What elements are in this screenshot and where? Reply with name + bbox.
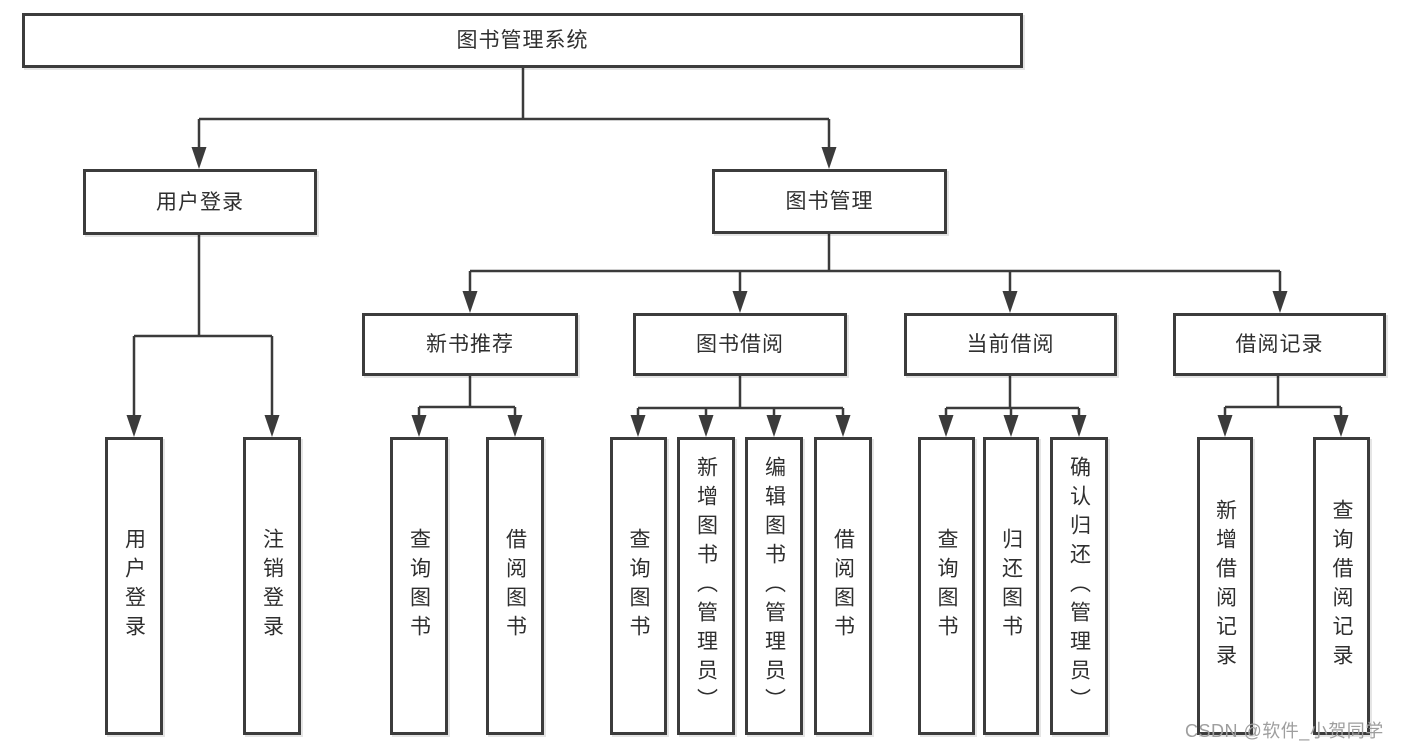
- leaf-label: 注销登录: [260, 528, 284, 644]
- leaf-label: 查询借阅记录: [1330, 499, 1353, 673]
- leaf-confirm-return-admin: 确认归还（管理员）: [1050, 437, 1108, 735]
- leaf-label: 归还图书: [999, 528, 1023, 644]
- csdn-watermark: CSDN @软件_小贺同学: [1185, 721, 1384, 741]
- connector-userlogin-to-leaves: [132, 235, 274, 418]
- leaf-label: 用户登录: [122, 528, 146, 644]
- connector-newbooks-to-leaves: [417, 376, 517, 418]
- node-new-book-recommend: 新书推荐: [362, 313, 578, 376]
- node-user-login-module: 用户登录: [83, 169, 317, 235]
- leaf-edit-books-admin: 编辑图书（管理员）: [745, 437, 803, 735]
- node-book-management-label: 图书管理: [785, 190, 874, 213]
- node-book-management: 图书管理: [712, 169, 947, 234]
- connector-currentborrow-to-leaves: [944, 376, 1081, 418]
- leaf-add-books-admin: 新增图书（管理员）: [677, 437, 735, 735]
- node-borrowing-records-label: 借阅记录: [1235, 333, 1324, 356]
- leaf-query-books-2: 查询图书: [610, 437, 667, 735]
- arrowheads: [126, 147, 1349, 437]
- leaf-borrow-books-1: 借阅图书: [486, 437, 544, 735]
- node-user-login-label: 用户登录: [156, 190, 244, 214]
- node-book-borrowing-label: 图书借阅: [696, 333, 784, 356]
- leaf-borrow-books-2: 借阅图书: [814, 437, 872, 735]
- leaf-label: 借阅图书: [831, 528, 855, 644]
- node-borrowing-records: 借阅记录: [1173, 313, 1386, 376]
- leaf-label: 查询图书: [627, 528, 650, 644]
- leaf-query-books-3: 查询图书: [918, 437, 975, 735]
- leaf-query-borrow-record: 查询借阅记录: [1313, 437, 1370, 735]
- node-root: 图书管理系统: [22, 13, 1023, 68]
- connector-borrowrecords-to-leaves: [1223, 376, 1343, 418]
- node-new-book-recommend-label: 新书推荐: [426, 333, 514, 356]
- connector-root-to-level2: [197, 68, 831, 150]
- node-book-borrowing: 图书借阅: [633, 313, 847, 376]
- connector-bookborrow-to-leaves: [636, 376, 845, 418]
- leaf-label: 查询图书: [407, 528, 431, 644]
- leaf-label: 借阅图书: [503, 528, 527, 644]
- leaf-label: 编辑图书（管理员）: [762, 455, 786, 717]
- node-root-label: 图书管理系统: [456, 29, 589, 52]
- leaf-label: 新增图书（管理员）: [694, 455, 718, 717]
- node-current-borrowing-label: 当前借阅: [966, 333, 1055, 356]
- leaf-return-books: 归还图书: [983, 437, 1039, 735]
- leaf-logout: 注销登录: [243, 437, 301, 735]
- leaf-user-login: 用户登录: [105, 437, 163, 735]
- connector-bookmgmt-to-level3: [468, 234, 1282, 294]
- leaf-query-books-1: 查询图书: [390, 437, 448, 735]
- leaf-label: 确认归还（管理员）: [1067, 455, 1091, 717]
- leaf-label: 新增借阅记录: [1213, 499, 1237, 673]
- leaf-label: 查询图书: [935, 528, 958, 644]
- node-current-borrowing: 当前借阅: [904, 313, 1117, 376]
- leaf-add-borrow-record: 新增借阅记录: [1197, 437, 1253, 735]
